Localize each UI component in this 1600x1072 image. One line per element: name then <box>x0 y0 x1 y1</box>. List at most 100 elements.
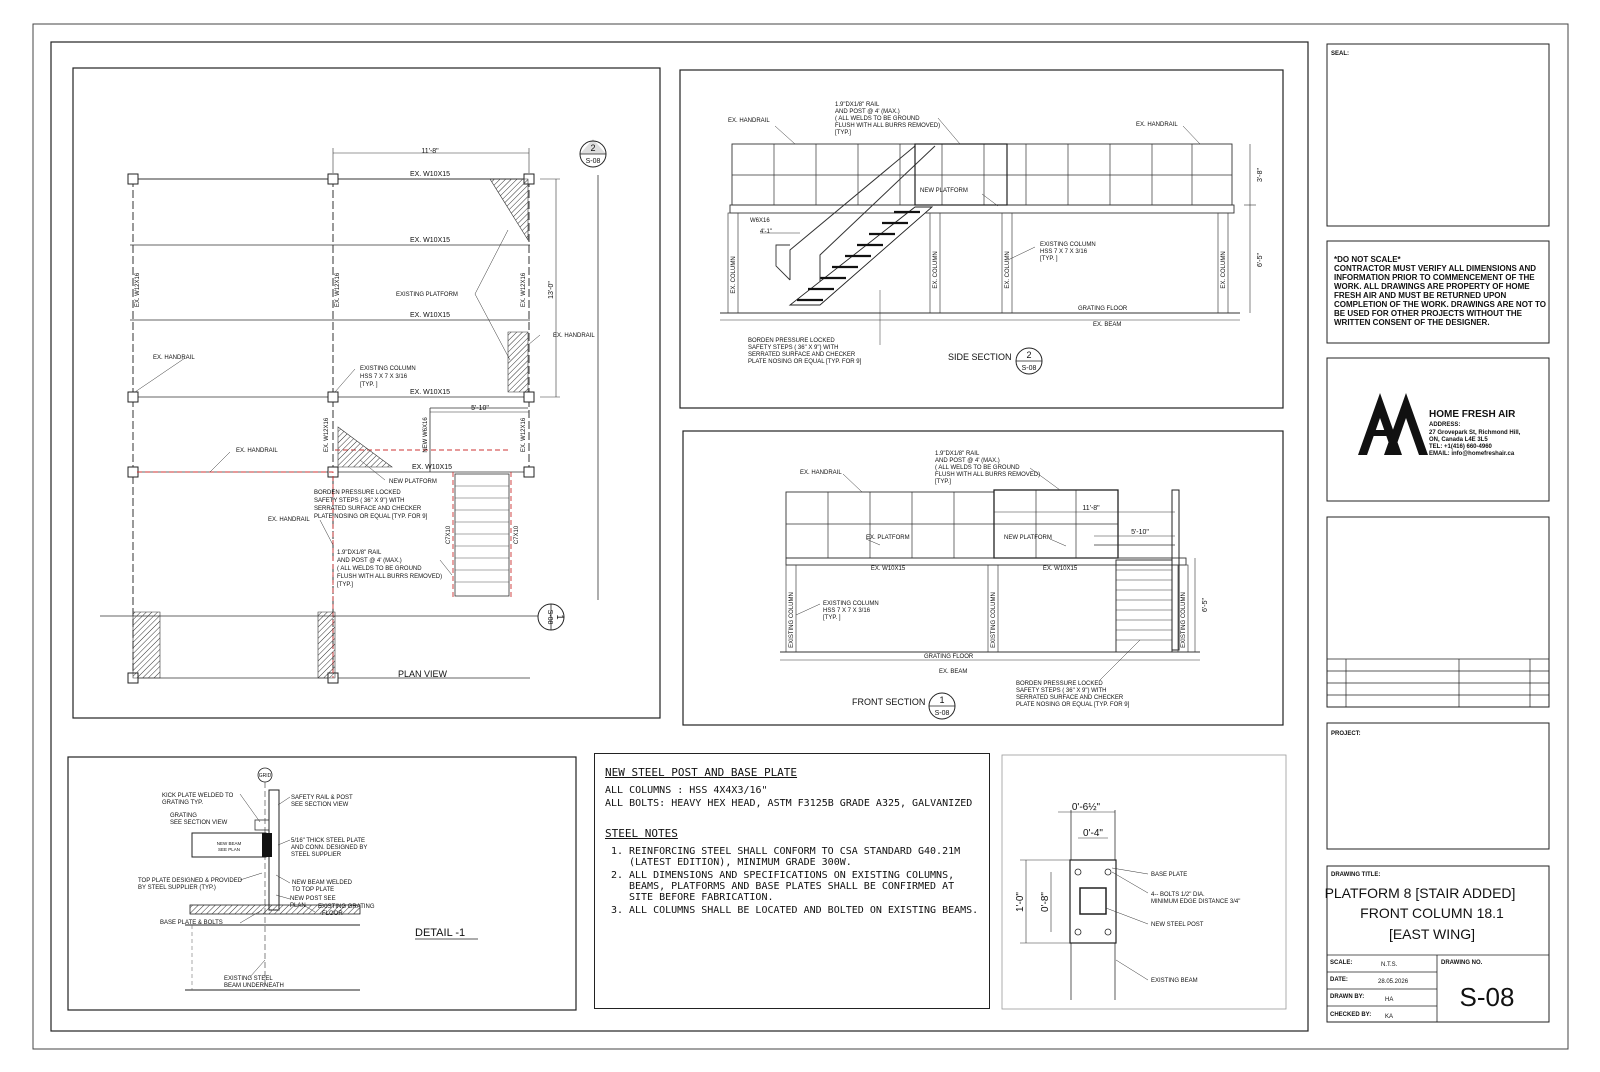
front-section-frame <box>682 430 1284 726</box>
detail-safety-2: SEE SECTION VIEW <box>291 802 349 808</box>
plan-col-mid: EX. W12X16 <box>335 272 341 307</box>
detail-top-plate-1: TOP PLATE DESIGNED & PROVIDED <box>138 878 243 884</box>
detail-top-plate-2: BY STEEL SUPPLIER (TYP.) <box>138 885 216 891</box>
side-existing-col-2: HSS 7 X 7 X 3/16 <box>1040 249 1088 255</box>
side-rail-4: FLUSH WITH ALL BURRS REMOVED) <box>835 123 940 129</box>
front-borden-4: PLATE NOSING OR EQUAL [TYP. FOR 9] <box>1016 702 1130 708</box>
front-rail-2: AND POST @ 4' (MAX.) <box>935 458 1000 464</box>
side-dim-41: 4'-1" <box>760 229 772 235</box>
seal-box <box>1326 43 1550 227</box>
side-w6: W6X16 <box>750 218 770 224</box>
detail-grating-1: GRATING <box>170 813 197 819</box>
plan-dim-small: 5'-10" <box>471 405 489 412</box>
front-tag-num: 1 <box>939 695 944 705</box>
detail-kick-1: KICK PLATE WELDED TO <box>162 793 234 799</box>
disclaimer-box <box>1326 240 1550 344</box>
sheet-border-inner <box>50 41 1309 1032</box>
detail-existing-grating-1: EXISTING GRATING <box>318 904 375 910</box>
detail-existing-beam-2: BEAM UNDERNEATH <box>224 983 284 989</box>
bp-base-plate: BASE PLATE <box>1151 872 1187 878</box>
detail-new-post-2: PLAN <box>290 903 306 909</box>
side-handrail-right: EX. HANDRAIL <box>1136 122 1178 128</box>
disclaimer-6: BE USED FOR OTHER PROJECTS WITHOUT THE <box>1334 309 1523 318</box>
plan-existing-col-2: HSS 7 X 7 X 3/16 <box>360 374 408 380</box>
drawing-title-1: PLATFORM 8 [STAIR ADDED] <box>1325 885 1516 901</box>
side-borden-3: SERRATED SURFACE AND CHECKER <box>748 352 856 358</box>
plan-beam-2: EX. W10X15 <box>410 237 450 244</box>
detail-grid: GRID <box>259 773 272 779</box>
note-item-1: REINFORCING STEEL SHALL CONFORM TO CSA S… <box>629 846 979 868</box>
side-handrail-left: EX. HANDRAIL <box>728 118 770 124</box>
company-name: HOME FRESH AIR <box>1429 409 1516 420</box>
drawing-title-box <box>1326 865 1550 1023</box>
front-borden-2: SAFETY STEPS ( 36" X 9") WITH <box>1016 688 1107 694</box>
plan-view-frame <box>72 67 661 719</box>
front-new-platform: NEW PLATFORM <box>1004 535 1052 541</box>
note-item-3: ALL COLUMNS SHALL BE LOCATED AND BOLTED … <box>629 905 979 916</box>
bp-dim-h2: 0'-8" <box>1040 892 1051 912</box>
detail-plate-3: STEEL SUPPLIER <box>291 852 342 858</box>
front-beam-2: EX. W10X15 <box>1043 566 1078 572</box>
detail-base-plate: BASE PLATE & BOLTS <box>160 920 223 926</box>
plan-borden-1: BORDEN PRESSURE LOCKED <box>314 490 401 496</box>
side-rail-3: ( ALL WELDS TO BE GROUND <box>835 116 920 122</box>
side-rail-2: AND POST @ 4' (MAX.) <box>835 109 900 115</box>
detail-safety-1: SAFETY RAIL & POST <box>291 795 353 801</box>
front-rail-5: [TYP.] <box>935 479 951 485</box>
plan-borden-2: SAFETY STEPS ( 36" X 9") WITH <box>314 498 405 504</box>
plan-col-mid2: EX. W12X16 <box>324 417 330 452</box>
plan-col-left: EX. W12X16 <box>135 272 141 307</box>
notes-columns: ALL COLUMNS : HSS 4X4X3/16" <box>605 785 768 796</box>
plan-tag-bottom-num: 1 <box>555 614 565 619</box>
checked-value: KA <box>1385 1014 1393 1020</box>
plan-c-right: C7X10 <box>514 525 520 544</box>
front-tag-sheet: S-08 <box>935 710 950 717</box>
plan-view-title: PLAN VIEW <box>398 669 448 679</box>
front-beam-1: EX. W10X15 <box>871 566 906 572</box>
date-label: DATE: <box>1330 977 1348 983</box>
front-col-label-1: EXISTING COLUMN <box>789 592 795 648</box>
title-block: SEAL: *DO NOT SCALE* CONTRACTOR MUST VER… <box>1325 43 1550 1023</box>
side-grating: GRATING FLOOR <box>1078 306 1128 312</box>
plan-new-platform: NEW PLATFORM <box>389 479 437 485</box>
front-section: 1.9"DX1/8" RAIL AND POST @ 4' (MAX.) ( A… <box>682 430 1284 726</box>
checked-label: CHECKED BY: <box>1330 1012 1371 1018</box>
company-email: EMAIL: info@homefreshair.ca <box>1429 451 1515 457</box>
note-item-2: ALL DIMENSIONS AND SPECIFICATIONS ON EXI… <box>629 870 979 903</box>
notes-bolts: ALL BOLTS: HEAVY HEX HEAD, ASTM F3125B G… <box>605 798 973 809</box>
bp-dim-w1: 0'-6½" <box>1072 802 1101 813</box>
plan-rail-2: AND POST @ 4' (MAX.) <box>337 558 402 564</box>
drawing-title-2: FRONT COLUMN 18.1 <box>1360 905 1504 921</box>
side-ex-col-1: EX. COLUMN <box>731 256 737 293</box>
side-rail-5: [TYP.] <box>835 130 851 136</box>
drawing-title-3: [EAST WING] <box>1389 926 1475 942</box>
detail-new-post-1: NEW POST SEE <box>290 896 336 902</box>
plan-rail-4: FLUSH WITH ALL BURRS REMOVED) <box>337 574 442 580</box>
bp-new-post: NEW STEEL POST <box>1151 922 1204 928</box>
side-section: 1.9"DX1/8" RAIL AND POST @ 4' (MAX.) ( A… <box>679 69 1284 409</box>
drawing-no-value: S-08 <box>1460 982 1515 1012</box>
drawing-title-label: DRAWING TITLE: <box>1331 872 1380 878</box>
disclaimer-0: *DO NOT SCALE* <box>1334 255 1402 264</box>
side-existing-col-1: EXISTING COLUMN <box>1040 242 1096 248</box>
drawn-value: HA <box>1385 997 1393 1003</box>
plan-handrail-right: EX. HANDRAIL <box>553 333 595 339</box>
disclaimer-1: CONTRACTOR MUST VERIFY ALL DIMENSIONS AN… <box>1334 264 1536 273</box>
plan-col-right: EX. W12X16 <box>521 272 527 307</box>
disclaimer-7: WRITTEN CONSENT OF THE DESIGNER. <box>1334 318 1490 327</box>
detail-plate-1: 5/16" THICK STEEL PLATE <box>291 838 365 844</box>
detail-kick-2: GRATING TYP. <box>162 800 203 806</box>
front-grating: GRATING FLOOR <box>924 654 974 660</box>
front-ex-beam: EX. BEAM <box>939 669 967 675</box>
company-tel: TEL: +1(416) 660-4960 <box>1429 444 1493 450</box>
bp-dim-h1: 1'-0" <box>1015 892 1026 912</box>
detail-welded-2: TO TOP PLATE <box>292 887 334 893</box>
side-ex-col-2: EX. COLUMN <box>933 251 939 288</box>
side-dim-38: 3'-8" <box>1257 168 1264 182</box>
revision-box <box>1326 516 1550 708</box>
side-borden-2: SAFETY STEPS ( 36" X 9") WITH <box>748 345 839 351</box>
sheet-border-outer <box>32 23 1569 1050</box>
drawing-no-label: DRAWING NO. <box>1441 960 1483 966</box>
disclaimer-5: COMPLETION OF THE WORK. DRAWINGS ARE NOT… <box>1334 300 1546 309</box>
